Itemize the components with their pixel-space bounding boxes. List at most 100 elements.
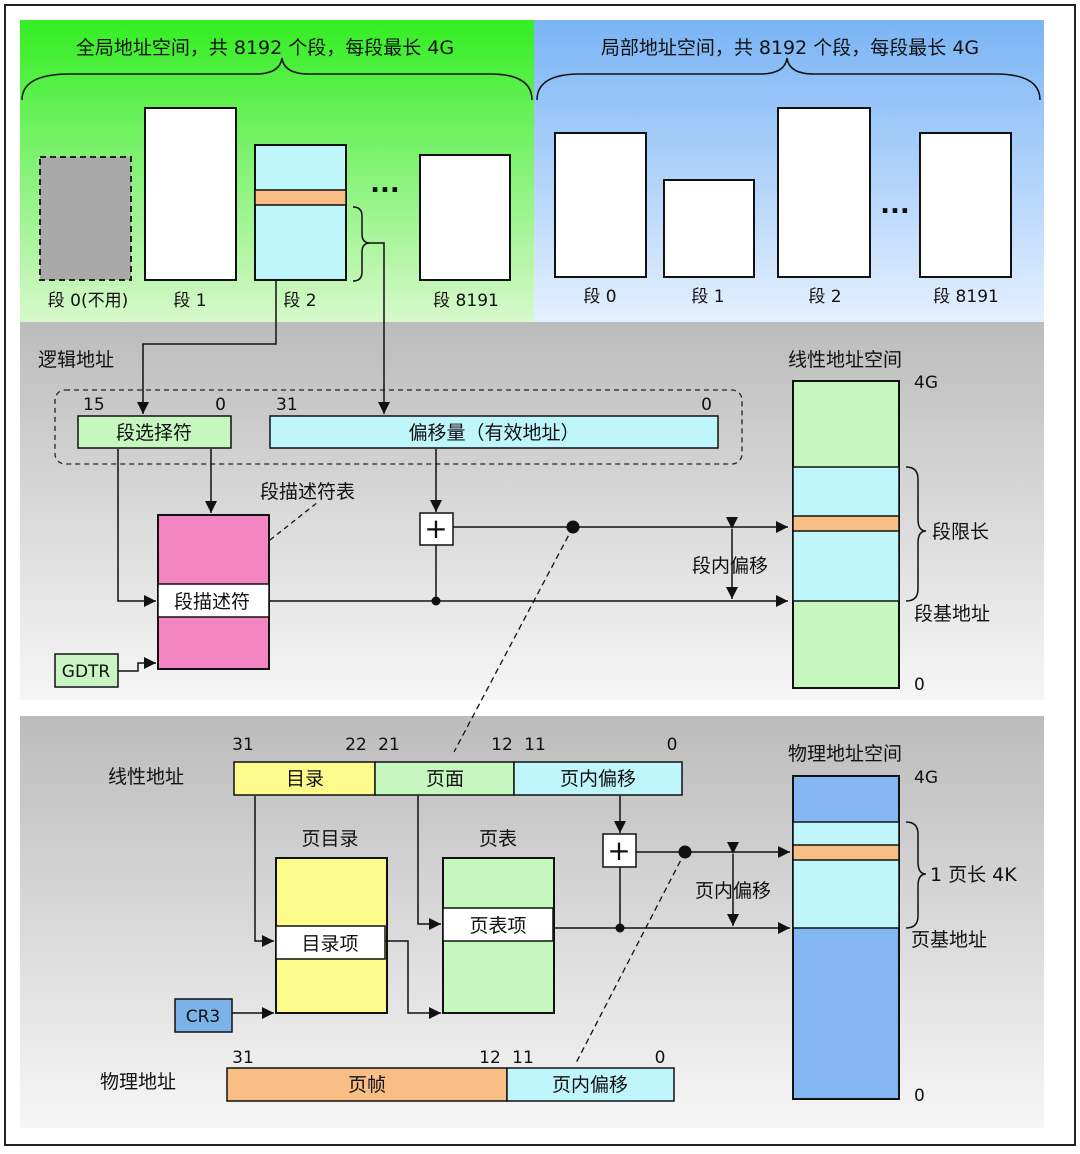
local-segment-8191-label: 段 8191 [933,287,999,307]
page-base-label: 页基地址 [911,929,987,951]
bit-21: 21 [378,735,400,755]
segment-adder-symbol: + [424,512,447,545]
in-page-offset-label: 页内偏移 [695,880,771,902]
page-length-brace [905,821,927,929]
phys-bit-31: 31 [232,1048,254,1068]
phys-bit-12: 12 [479,1048,501,1068]
linear-segment-region [792,466,900,602]
phys-offset-field [506,1067,675,1102]
linear-space-title: 线性地址空间 [788,349,902,371]
page-field-label: 页面 [426,768,464,790]
linear-space-top-label: 4G [914,373,938,393]
page-adder [602,833,637,868]
global-space-brace [21,57,533,101]
linear-space-bottom-label: 0 [914,675,925,695]
page-adder-symbol: + [607,834,630,867]
page-field [374,761,515,796]
bit-31: 31 [232,735,254,755]
cr3-register [174,998,233,1033]
linear-address-link [453,526,574,753]
selector-bit-low: 0 [215,395,226,415]
local-segment-2-label: 段 2 [808,287,841,307]
local-segment-8191 [919,132,1012,278]
segment-8191 [419,154,511,281]
offset-field-label: 偏移量（有效地址） [408,422,579,444]
page-table-entry-label: 页表项 [469,915,526,937]
page-offset-field [513,761,683,796]
bit-22: 22 [345,735,367,755]
segment-1-label: 段 1 [173,291,206,311]
directory-index-arrow [254,796,274,947]
bit-12: 12 [491,735,513,755]
page-frame-field [226,1067,508,1102]
page-offset-field-label: 页内偏移 [560,768,636,790]
global-space-title: 全局地址空间，共 8192 个段，每段最长 4G [76,37,454,59]
directory-field-label: 目录 [286,768,324,790]
segment-to-selector-arrow [137,281,277,414]
physical-space-bottom-label: 0 [914,1086,925,1106]
offset-bit-low: 0 [701,395,712,415]
directory-to-table-arrow [385,940,441,1019]
page-length-label: 1 页长 4K [930,864,1017,886]
descriptor-table-pointer [269,501,319,541]
segment-selector-field [77,415,232,449]
page-table-entry [442,907,554,942]
logical-address-group [54,389,743,465]
directory-field [233,761,376,796]
logical-address-label: 逻辑地址 [38,349,114,371]
local-segment-0-label: 段 0 [583,287,616,307]
segment-limit-label: 段限长 [932,521,989,543]
page-directory-label: 页目录 [301,828,358,850]
linear-address-label: 线性地址 [108,766,184,788]
segment-limit-brace [905,466,927,602]
page-index-arrow [417,796,441,930]
segment-2-accessed-area [254,189,347,206]
local-segment-1-label: 段 1 [691,287,724,307]
directory-entry-label: 目录项 [301,933,358,955]
segment-descriptor [157,583,270,618]
physical-space-top-label: 4G [914,768,938,788]
gdtr-to-table-arrow [118,657,156,672]
physical-page-region [792,821,900,929]
offset-field [269,415,719,449]
segment-descriptor-label: 段描述符 [174,591,250,613]
bit-11: 11 [524,735,546,755]
selector-bit-high: 15 [83,395,105,415]
segment-selector-label: 段选择符 [116,422,192,444]
local-segment-2 [777,107,871,278]
local-segment-0 [554,132,647,278]
phys-offset-label: 页内偏移 [552,1074,628,1096]
gdtr-label: GDTR [62,662,111,682]
segment-adder [419,512,454,546]
global-ellipsis: ... [370,169,400,199]
segment-2-label: 段 2 [283,291,316,311]
physical-space-title: 物理地址空间 [788,743,902,765]
physical-address-label: 物理地址 [100,1071,176,1093]
bit-0: 0 [667,735,678,755]
page-frame-label: 页帧 [348,1074,386,1096]
local-ellipsis: ... [880,190,910,220]
linear-target-location [792,515,900,532]
segment-0-unused [39,156,132,281]
local-space-brace [536,57,1041,101]
segment-0-label: 段 0(不用) [48,291,128,311]
cr3-label: CR3 [186,1007,221,1027]
gdtr-register [54,653,119,688]
offset-to-field-arrow [370,242,390,414]
offset-bit-high: 31 [276,395,298,415]
local-space-title: 局部地址空间，共 8192 个段，每段最长 4G [601,37,979,59]
page-table-label: 页表 [479,828,517,850]
segment-2 [254,144,347,281]
descriptor-table-label: 段描述符表 [260,481,355,503]
segment-8191-label: 段 8191 [433,291,499,311]
phys-bit-11: 11 [512,1048,534,1068]
phys-bit-0: 0 [655,1048,666,1068]
directory-entry [275,925,386,960]
segment-base-label: 段基地址 [914,603,990,625]
physical-target-location [792,844,900,861]
in-segment-offset-label: 段内偏移 [692,555,768,577]
local-segment-1 [663,179,755,278]
segment-1 [144,107,237,281]
